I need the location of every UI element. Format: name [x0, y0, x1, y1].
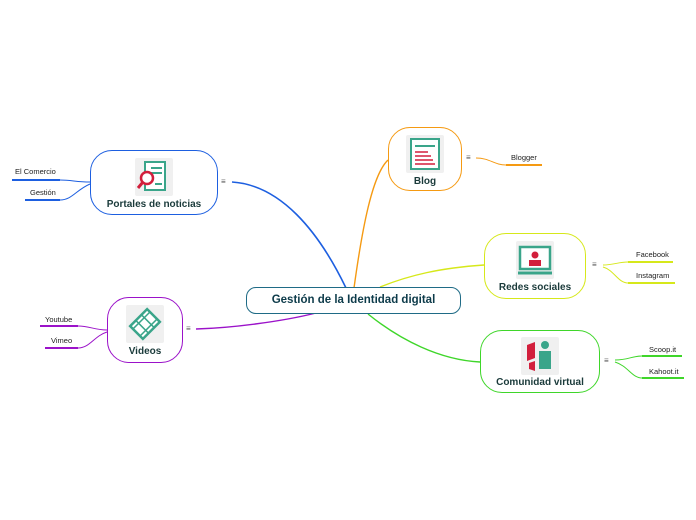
topic-comunidad-virtual[interactable]: Comunidad virtual — [480, 330, 600, 393]
leaf-blogger[interactable]: Blogger — [511, 153, 537, 162]
leaf-gestion[interactable]: Gestión — [30, 188, 56, 197]
topic-portales-de-noticias[interactable]: Portales de noticias — [90, 150, 218, 215]
leaf-line-instagram — [602, 266, 629, 284]
topic-menu-icon[interactable]: ≡ — [604, 356, 609, 365]
branch-line-redes — [379, 264, 485, 288]
news-document-search-icon — [135, 158, 173, 196]
leaf-line-el-comercio — [59, 179, 91, 183]
topic-label: Comunidad virtual — [496, 377, 584, 388]
branch-line-comunidad — [367, 313, 481, 363]
leaf-kahoot-it[interactable]: Kahoot.it — [649, 367, 679, 376]
branch-line-blog — [353, 159, 389, 289]
branch-line-videos — [195, 312, 317, 330]
central-topic[interactable]: Gestión de la Identidad digital — [246, 287, 461, 314]
leaf-vimeo[interactable]: Vimeo — [51, 336, 73, 345]
leaf-el-comercio[interactable]: El Comercio — [15, 167, 56, 176]
monitor-user-icon — [516, 241, 554, 279]
leaf-line-vimeo — [77, 331, 108, 349]
topic-menu-icon[interactable]: ≡ — [221, 177, 226, 186]
topic-label: Videos — [128, 346, 162, 357]
leaf-line-youtube — [77, 325, 108, 331]
topic-blog[interactable]: Blog — [388, 127, 462, 191]
leaf-line-kahoot — [614, 361, 643, 379]
leaf-youtube[interactable]: Youtube — [45, 315, 73, 324]
leaf-scoop-it[interactable]: Scoop.it — [649, 345, 677, 354]
topic-menu-icon[interactable]: ≡ — [186, 324, 191, 333]
topic-label: Blog — [413, 176, 437, 187]
topic-redes-sociales[interactable]: Redes sociales — [484, 233, 586, 299]
leaf-line-facebook — [602, 261, 629, 266]
community-people-icon — [521, 337, 559, 375]
branch-line-portales — [231, 181, 347, 289]
topic-menu-icon[interactable]: ≡ — [466, 153, 471, 162]
leaf-line-scoop — [614, 355, 643, 361]
blog-post-icon — [406, 135, 444, 173]
leaf-facebook[interactable]: Facebook — [636, 250, 669, 259]
leaf-line-blogger — [475, 157, 507, 166]
topic-videos[interactable]: Videos — [107, 297, 183, 363]
leaf-line-gestion — [59, 183, 91, 201]
topic-label: Portales de noticias — [106, 199, 202, 210]
leaf-instagram[interactable]: Instagram — [636, 271, 670, 280]
topic-menu-icon[interactable]: ≡ — [592, 260, 597, 269]
film-strip-icon — [126, 305, 164, 343]
topic-label: Redes sociales — [498, 282, 572, 293]
